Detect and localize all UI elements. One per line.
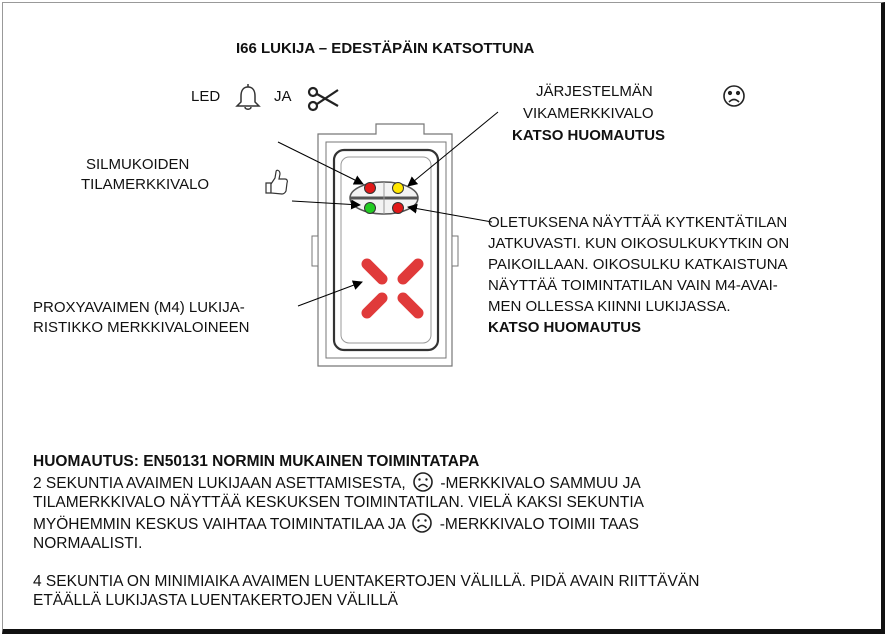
note-text: 2 SEKUNTIA AVAIMEN LUKIJAAN ASETTAMISEST…: [33, 475, 406, 492]
note-heading: HUOMAUTUS: EN50131 NORMIN MUKAINEN TOIMI…: [33, 453, 480, 470]
system-fault-label-2: VIKAMERKKIVALO: [523, 105, 654, 122]
sad-face-icon: [723, 85, 745, 107]
arrow-loop-status: [291, 199, 361, 210]
note-line-4: NORMAALISTI.: [33, 535, 143, 552]
thumbs-up-icon: [265, 169, 288, 195]
default-display-line: MEN OLLESSA KIINNI LUKIJASSA.: [488, 298, 731, 315]
proxy-label-2: RISTIKKO MERKKIVALOINEEN: [33, 319, 250, 336]
led-label-and: JA: [274, 88, 292, 105]
arrow-led: [277, 141, 364, 185]
note-line-1: 2 SEKUNTIA AVAIMEN LUKIJAAN ASETTAMISEST…: [33, 471, 699, 493]
proxy-cross: [361, 258, 424, 319]
note-text: -MERKKIVALO SAMMUU JA: [440, 475, 641, 492]
reader-housing: [311, 123, 459, 367]
sad-face-icon: [413, 472, 433, 492]
default-display-text: OLETUKSENA NÄYTTÄÄ KYTKENTÄTILAN JATKUVA…: [488, 212, 789, 338]
note-text: -MERKKIVALO TOIMII TAAS: [439, 516, 639, 533]
proxy-label-1: PROXYAVAIMEN (M4) LUKIJA-: [33, 299, 245, 316]
loop-status-label-1: SILMUKOIDEN: [86, 156, 190, 173]
led-yellow-system-fault: [392, 182, 404, 194]
led-lens: [349, 181, 419, 215]
note-line-6: ETÄÄLLÄ LUKIJASTA LUENTAKERTOJEN VÄLILLÄ: [33, 592, 398, 609]
scissors-icon: [307, 86, 339, 112]
note-line-3: MYÖHEMMIN KESKUS VAIHTAA TOIMINTATILAA J…: [33, 512, 699, 534]
default-display-line: PAIKOILLAAN. OIKOSULKU KATKAISTUNA: [488, 256, 788, 273]
arrow-system-fault: [407, 111, 499, 187]
note-line-2: TILAMERKKIVALO NÄYTTÄÄ KESKUKSEN TOIMINT…: [33, 494, 644, 511]
bell-icon: [235, 84, 261, 110]
page-title: I66 LUKIJA – EDESTÄPÄIN KATSOTTUNA: [236, 40, 535, 57]
note-section: HUOMAUTUS: EN50131 NORMIN MUKAINEN TOIMI…: [33, 452, 699, 610]
led-red-bottom-right: [392, 202, 404, 214]
note-spacer: [33, 553, 699, 572]
loop-status-label-2: TILAMERKKIVALO: [81, 176, 210, 193]
system-fault-note-ref: KATSO HUOMAUTUS: [512, 127, 666, 144]
system-fault-label-1: JÄRJESTELMÄN: [536, 83, 653, 100]
led-label: LED: [191, 88, 221, 105]
arrow-proxy: [297, 280, 363, 307]
led-green-loop-status: [364, 202, 376, 214]
default-display-line: JATKUVASTI. KUN OIKOSULKUKYTKIN ON: [488, 235, 790, 252]
default-display-line: NÄYTTÄÄ TOIMINTATILAN VAIN M4-AVAI-: [488, 277, 778, 294]
note-text: MYÖHEMMIN KESKUS VAIHTAA TOIMINTATILAA J…: [33, 516, 406, 533]
default-display-line: OLETUKSENA NÄYTTÄÄ KYTKENTÄTILAN: [488, 214, 788, 231]
note-line-5: 4 SEKUNTIA ON MINIMIAIKA AVAIMEN LUENTAK…: [33, 573, 700, 590]
sad-face-icon: [412, 513, 433, 533]
default-display-note-ref: KATSO HUOMAUTUS: [488, 319, 642, 336]
arrow-default-display: [407, 203, 493, 223]
led-red-top-left: [364, 182, 376, 194]
